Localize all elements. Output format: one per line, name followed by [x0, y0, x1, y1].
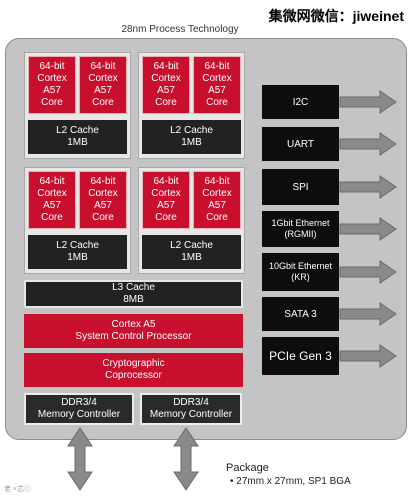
io-pcie-gen3: PCIe Gen 3: [262, 337, 339, 375]
arrow-right-icon: [339, 302, 397, 326]
cryptographic-coprocessor: Cryptographic Coprocessor: [24, 353, 243, 387]
arrow-right-icon: [339, 260, 397, 284]
l2-cache: L2 Cache 1MB: [142, 120, 241, 154]
core: 64-bit Cortex A57 Core: [193, 56, 241, 114]
core: 64-bit Cortex A57 Core: [193, 171, 241, 229]
package-heading: Package: [226, 462, 269, 474]
arrow-updown-icon: [67, 427, 93, 491]
memory-controller-2: DDR3/4 Memory Controller: [140, 393, 242, 425]
core: 64-bit Cortex A57 Core: [142, 56, 190, 114]
diagram-title: 28nm Process Technology: [121, 24, 239, 35]
system-control-processor: Cortex A5 System Control Processor: [24, 314, 243, 348]
io-uart: UART: [262, 127, 339, 161]
package-info: Package • 27mm x 27mm, SP1 BGA: [226, 462, 351, 488]
io-spi: SPI: [262, 169, 339, 205]
core: 64-bit Cortex A57 Core: [28, 56, 76, 114]
io-10gbit-ethernet: 10Gbit Ethernet (KR): [262, 253, 339, 291]
package-detail: • 27mm x 27mm, SP1 BGA: [230, 476, 351, 487]
l3-cache: L3 Cache 8MB: [24, 280, 243, 308]
core: 64-bit Cortex A57 Core: [142, 171, 190, 229]
arrow-right-icon: [339, 344, 397, 368]
core: 64-bit Cortex A57 Core: [28, 171, 76, 229]
arrow-right-icon: [339, 132, 397, 156]
io-1gbit-ethernet: 1Gbit Ethernet (RGMII): [262, 211, 339, 247]
memory-controller-1: DDR3/4 Memory Controller: [24, 393, 134, 425]
l2-cache: L2 Cache 1MB: [142, 235, 241, 269]
watermark: 集微网微信：jiweinet: [268, 8, 404, 24]
arrow-updown-icon: [173, 427, 199, 491]
footer-tag: 老 ×芯ⓒ: [4, 486, 32, 493]
io-sata3: SATA 3: [262, 297, 339, 331]
arrow-right-icon: [339, 90, 397, 114]
arrow-right-icon: [339, 175, 397, 199]
io-i2c: I2C: [262, 85, 339, 119]
core: 64-bit Cortex A57 Core: [79, 56, 127, 114]
arrow-right-icon: [339, 217, 397, 241]
l2-cache: L2 Cache 1MB: [28, 120, 127, 154]
core: 64-bit Cortex A57 Core: [79, 171, 127, 229]
l2-cache: L2 Cache 1MB: [28, 235, 127, 269]
